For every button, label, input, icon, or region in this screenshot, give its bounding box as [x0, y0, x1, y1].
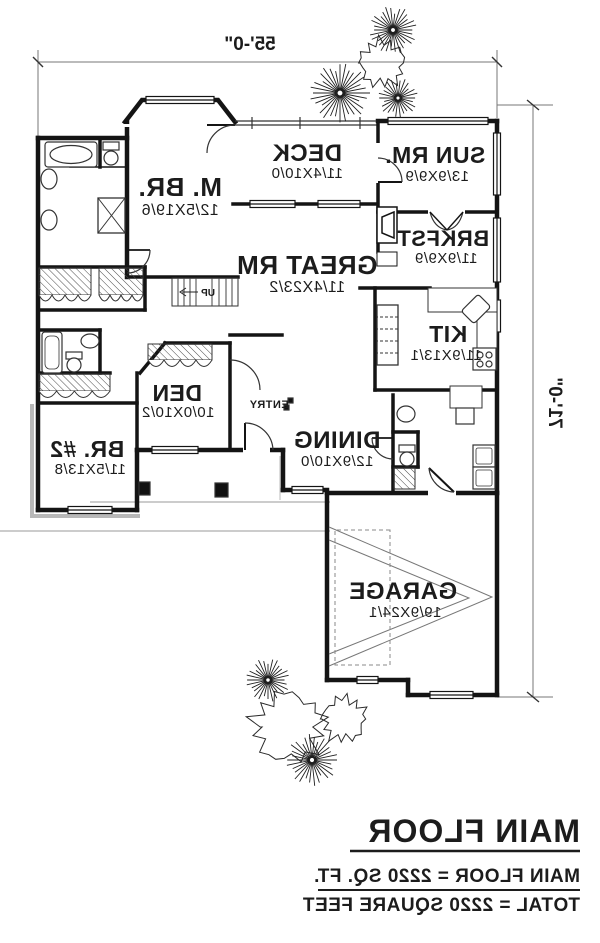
room-label-sunrm: SUN RM. — [385, 142, 486, 168]
room-label-den: DEN — [152, 380, 202, 406]
dim-height-label: 71'-0" — [544, 377, 565, 429]
room-label-greatrm: GREAT RM — [237, 250, 378, 280]
tree-rays — [370, 7, 417, 53]
sheet-title: MAIN FLOOR — [367, 813, 580, 849]
tree-starburst — [378, 79, 418, 118]
tree-canopy-outline — [357, 33, 406, 89]
room-label-garage: GARAGE — [349, 578, 457, 605]
closets — [38, 197, 416, 490]
room-dims-deck: 11/4X10/0 — [271, 165, 343, 182]
tree-starburst — [246, 659, 289, 702]
tree-top-cluster — [310, 7, 418, 123]
tree-canopy — [244, 690, 330, 763]
tree-canopy — [319, 692, 368, 744]
tree-canopy-outline — [319, 692, 368, 744]
tree-starburst — [310, 63, 370, 123]
fireplace — [376, 206, 398, 267]
room-dims-garage: 19/9X24/1 — [369, 604, 442, 621]
dimension-lines — [32, 50, 553, 703]
stairs — [171, 277, 239, 307]
tree-bottom-cluster — [244, 659, 368, 786]
sheet-subtitle-1: MAIN FLOOR = 2220 SQ. FT. — [314, 866, 580, 887]
room-dims-sunrm: 13/9X9/9 — [405, 168, 469, 185]
tree-rays — [378, 79, 418, 118]
room-label-deck: DECK — [272, 140, 342, 167]
room-dims-greatrm: 11/4X23/2 — [269, 279, 345, 296]
room-dims-kit: 11/9X13/1 — [410, 347, 482, 364]
doors — [123, 124, 465, 497]
room-label-mbr: M. BR. — [138, 172, 222, 202]
interior-walls — [36, 119, 499, 495]
title-block: MAIN FLOOR MAIN FLOOR = 2220 SQ. FT. TOT… — [302, 813, 580, 916]
room-label-entry: ENTRY — [249, 399, 289, 411]
tree-canopy-outline — [244, 690, 330, 763]
site-lines — [0, 404, 330, 532]
deck-outline — [235, 117, 378, 129]
tree-rays — [286, 734, 337, 786]
tree-rays — [310, 63, 370, 123]
sheet-subtitle-2: TOTAL = 2220 SQUARE FEET — [302, 895, 580, 916]
room-dims-den: 10/0X10/2 — [142, 404, 215, 421]
dim-width-label: 55'-0" — [224, 34, 276, 55]
room-labels: M. BR. 12/5X19/6 DECK 11/4X10/0 SUN RM. … — [50, 140, 489, 621]
garage-detail — [328, 526, 494, 667]
room-dims-br2: 11/5X13/8 — [54, 461, 126, 478]
fixtures — [40, 141, 498, 498]
room-label-brkfst: BRKFST — [397, 226, 489, 251]
tree-canopy — [357, 33, 406, 89]
tree-starburst — [370, 7, 417, 53]
tree-starburst — [286, 734, 337, 786]
room-dims-mbr: 12/5X19/6 — [141, 202, 218, 219]
room-dims-brkfst: 11/9X9/9 — [415, 250, 478, 267]
room-dims-dining: 12/9X10/0 — [301, 453, 374, 470]
stairs-label: UP — [201, 288, 215, 299]
room-label-dining: DINING — [294, 427, 381, 454]
tree-rays — [246, 659, 289, 702]
room-label-kit: KIT — [429, 321, 468, 347]
room-label-br2: BR. #2 — [50, 436, 125, 462]
